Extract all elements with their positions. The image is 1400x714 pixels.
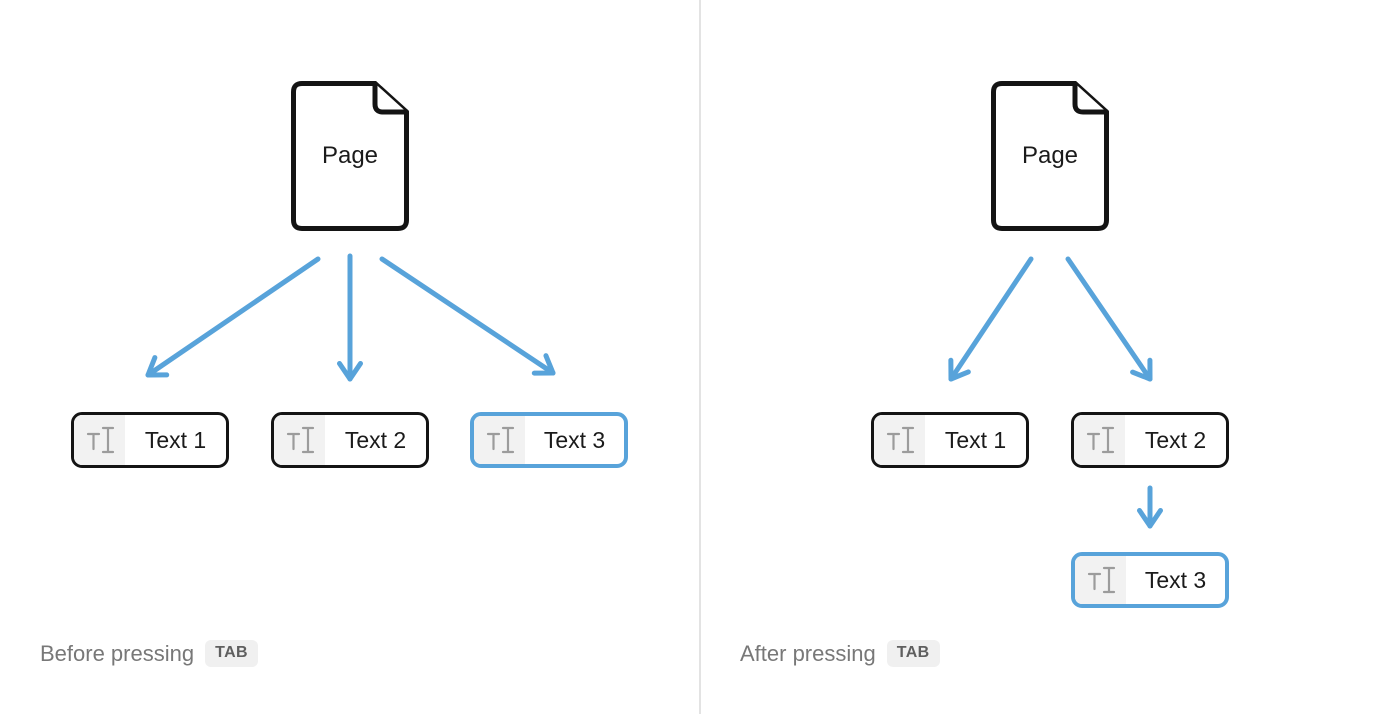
text-block-2: Text 2 [271,412,429,468]
text-block-label: Text 3 [1144,566,1207,593]
text-type-icon [74,415,125,465]
text-block-label: Text 2 [344,426,407,453]
text-block-3-selected: Text 3 [470,412,628,468]
text-type-icon [874,415,925,465]
text-block-label: Text 2 [1144,426,1207,453]
caption-text: After pressing [740,640,876,666]
document-icon: Page [291,81,409,231]
text-block-label: Text 3 [543,426,606,453]
text-type-icon [274,415,325,465]
page-label: Page [1021,142,1079,169]
before-caption: Before pressing TAB [40,640,258,667]
tab-keycap: TAB [205,640,258,667]
arrow-after-page-to-text1 [948,256,1034,382]
arrow-before-page-to-text3 [379,256,556,376]
text-block-label: Text 1 [144,426,207,453]
text-type-icon [1074,415,1125,465]
text-type-icon [1075,556,1126,604]
text-block-2: Text 2 [1071,412,1229,468]
caption-text: Before pressing [40,640,195,666]
document-icon: Page [991,81,1109,231]
after-caption: After pressing TAB [740,640,940,667]
tab-keycap: TAB [886,640,940,667]
text-type-icon [474,416,525,464]
text-block-1: Text 1 [871,412,1029,468]
text-block-3-selected: Text 3 [1071,552,1229,608]
arrow-before-page-to-text1 [145,256,321,378]
panel-divider [699,0,701,714]
arrow-after-page-to-text2 [1065,256,1153,382]
text-block-label: Text 1 [944,426,1007,453]
page-label: Page [321,142,379,169]
text-block-1: Text 1 [71,412,229,468]
